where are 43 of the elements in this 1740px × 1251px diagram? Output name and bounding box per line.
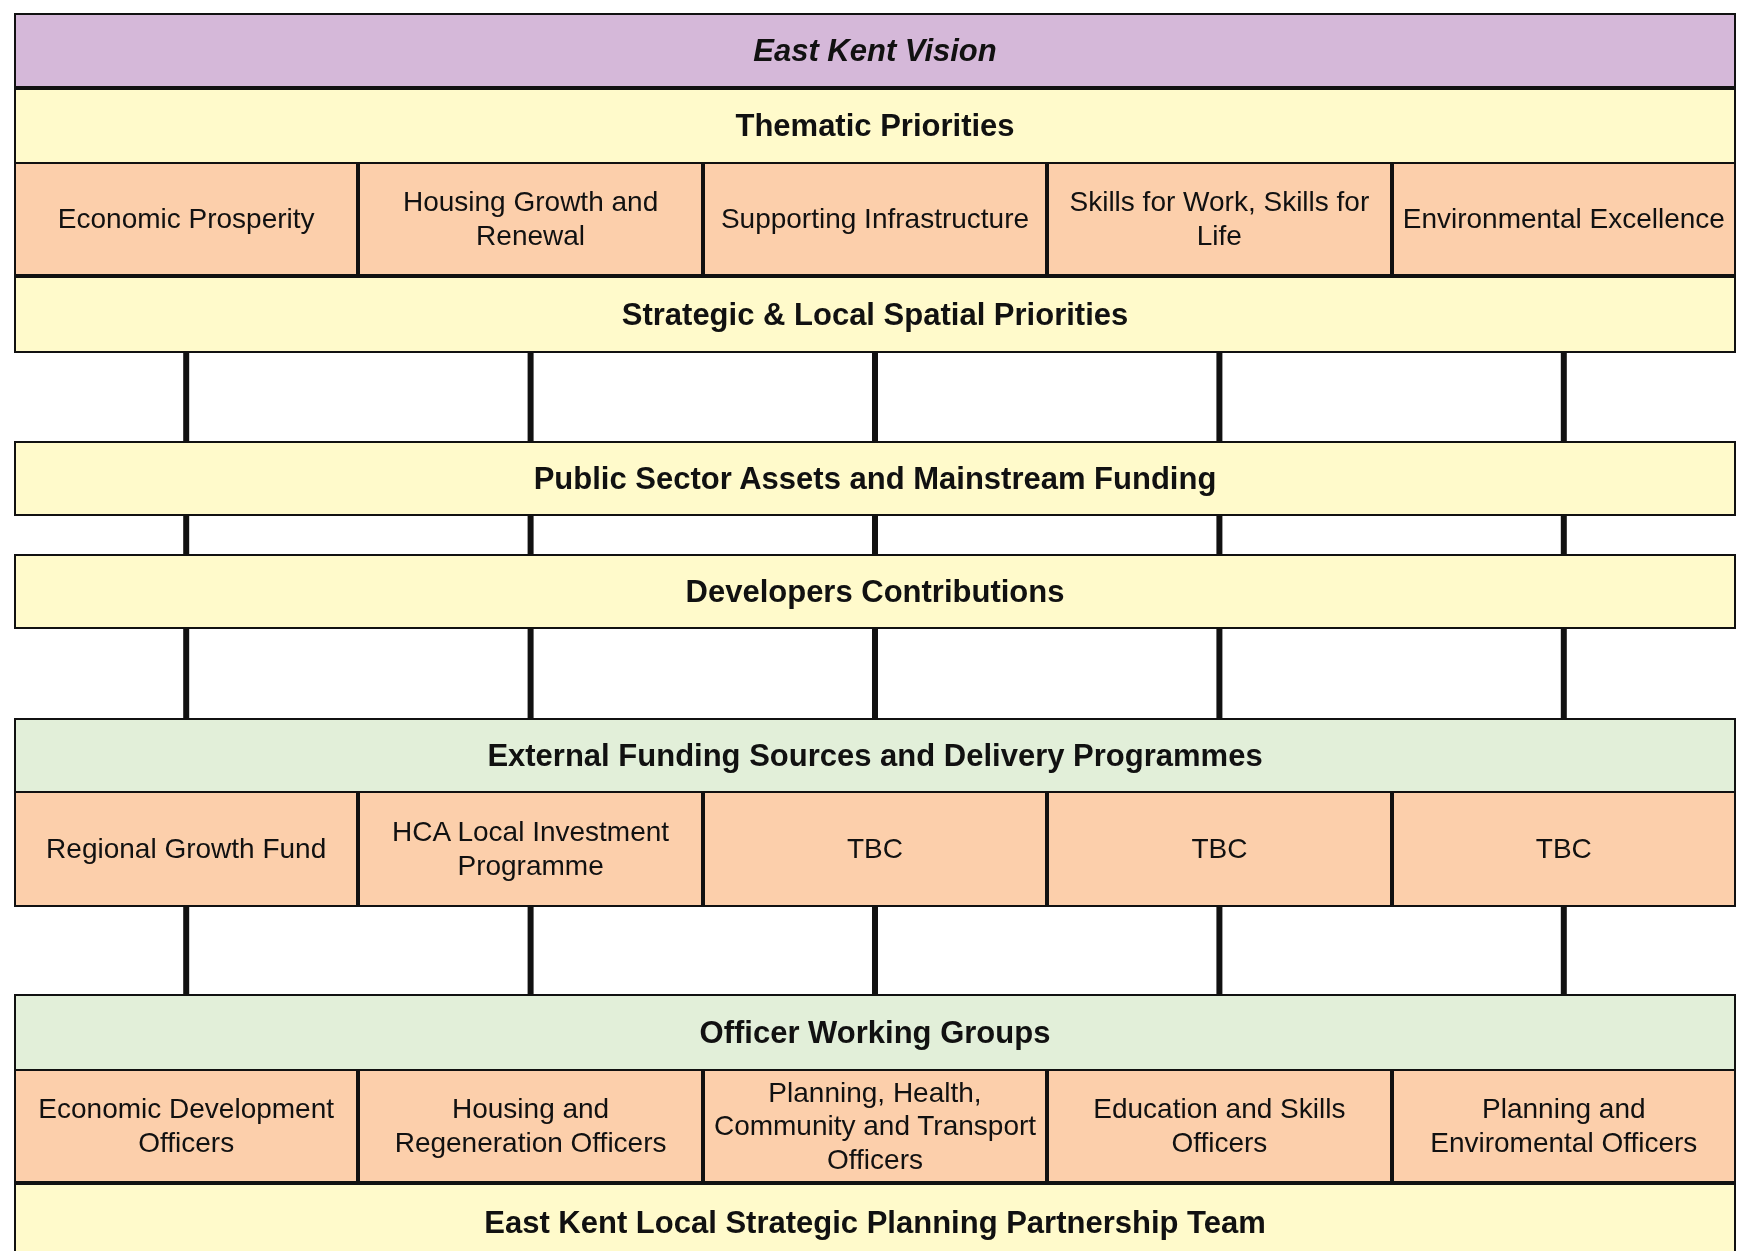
connector-line [183,353,190,441]
connector-line [527,516,534,554]
header-band: Developers Contributions [14,554,1736,629]
connector-line [1560,353,1567,441]
category-cell: Economic Development Officers [14,1071,359,1183]
category-cell: Housing and Regeneration Officers [358,1071,703,1183]
connector-line [527,629,534,718]
category-cell: Planning and Enviromental Officers [1391,1071,1736,1183]
header-band: Strategic & Local Spatial Priorities [14,276,1736,353]
header-band: Officer Working Groups [14,994,1736,1071]
header-band: East Kent Local Strategic Planning Partnership Team [14,1183,1736,1251]
connector-line [183,629,190,718]
category-cell: Skills for Work, Skills for Life [1047,164,1392,276]
connector-line [872,907,878,994]
category-cell: Environmental Excellence [1391,164,1736,276]
connector-line [1216,629,1223,718]
category-cell: TBC [702,793,1048,907]
header-band: Public Sector Assets and Mainstream Funding [14,441,1736,516]
connector-line [183,516,190,554]
connector-line [1560,629,1567,718]
header-band: Thematic Priorities [14,88,1736,164]
connector-line [1216,353,1223,441]
header-band: External Funding Sources and Delivery Programmes [14,718,1736,793]
connector-line [872,516,878,554]
connector-line [1560,907,1567,994]
category-cell: Education and Skills Officers [1047,1071,1392,1183]
connector-line [872,629,878,718]
category-cell: TBC [1391,793,1736,907]
connector-line [1216,907,1223,994]
connector-line [527,907,534,994]
header-band: East Kent Vision [14,13,1736,88]
connector-line [1560,516,1567,554]
category-cell: Planning, Health, Community and Transport Officers [702,1071,1048,1183]
connector-line [183,907,190,994]
category-cell: Supporting Infrastructure [702,164,1048,276]
category-cell: Regional Growth Fund [14,793,359,907]
connector-line [1216,516,1223,554]
connector-line [872,353,878,441]
category-cell: Housing Growth and Renewal [358,164,703,276]
category-cell: TBC [1047,793,1392,907]
connector-line [527,353,534,441]
category-cell: HCA Local Investment Programme [358,793,703,907]
category-cell: Economic Prosperity [14,164,359,276]
